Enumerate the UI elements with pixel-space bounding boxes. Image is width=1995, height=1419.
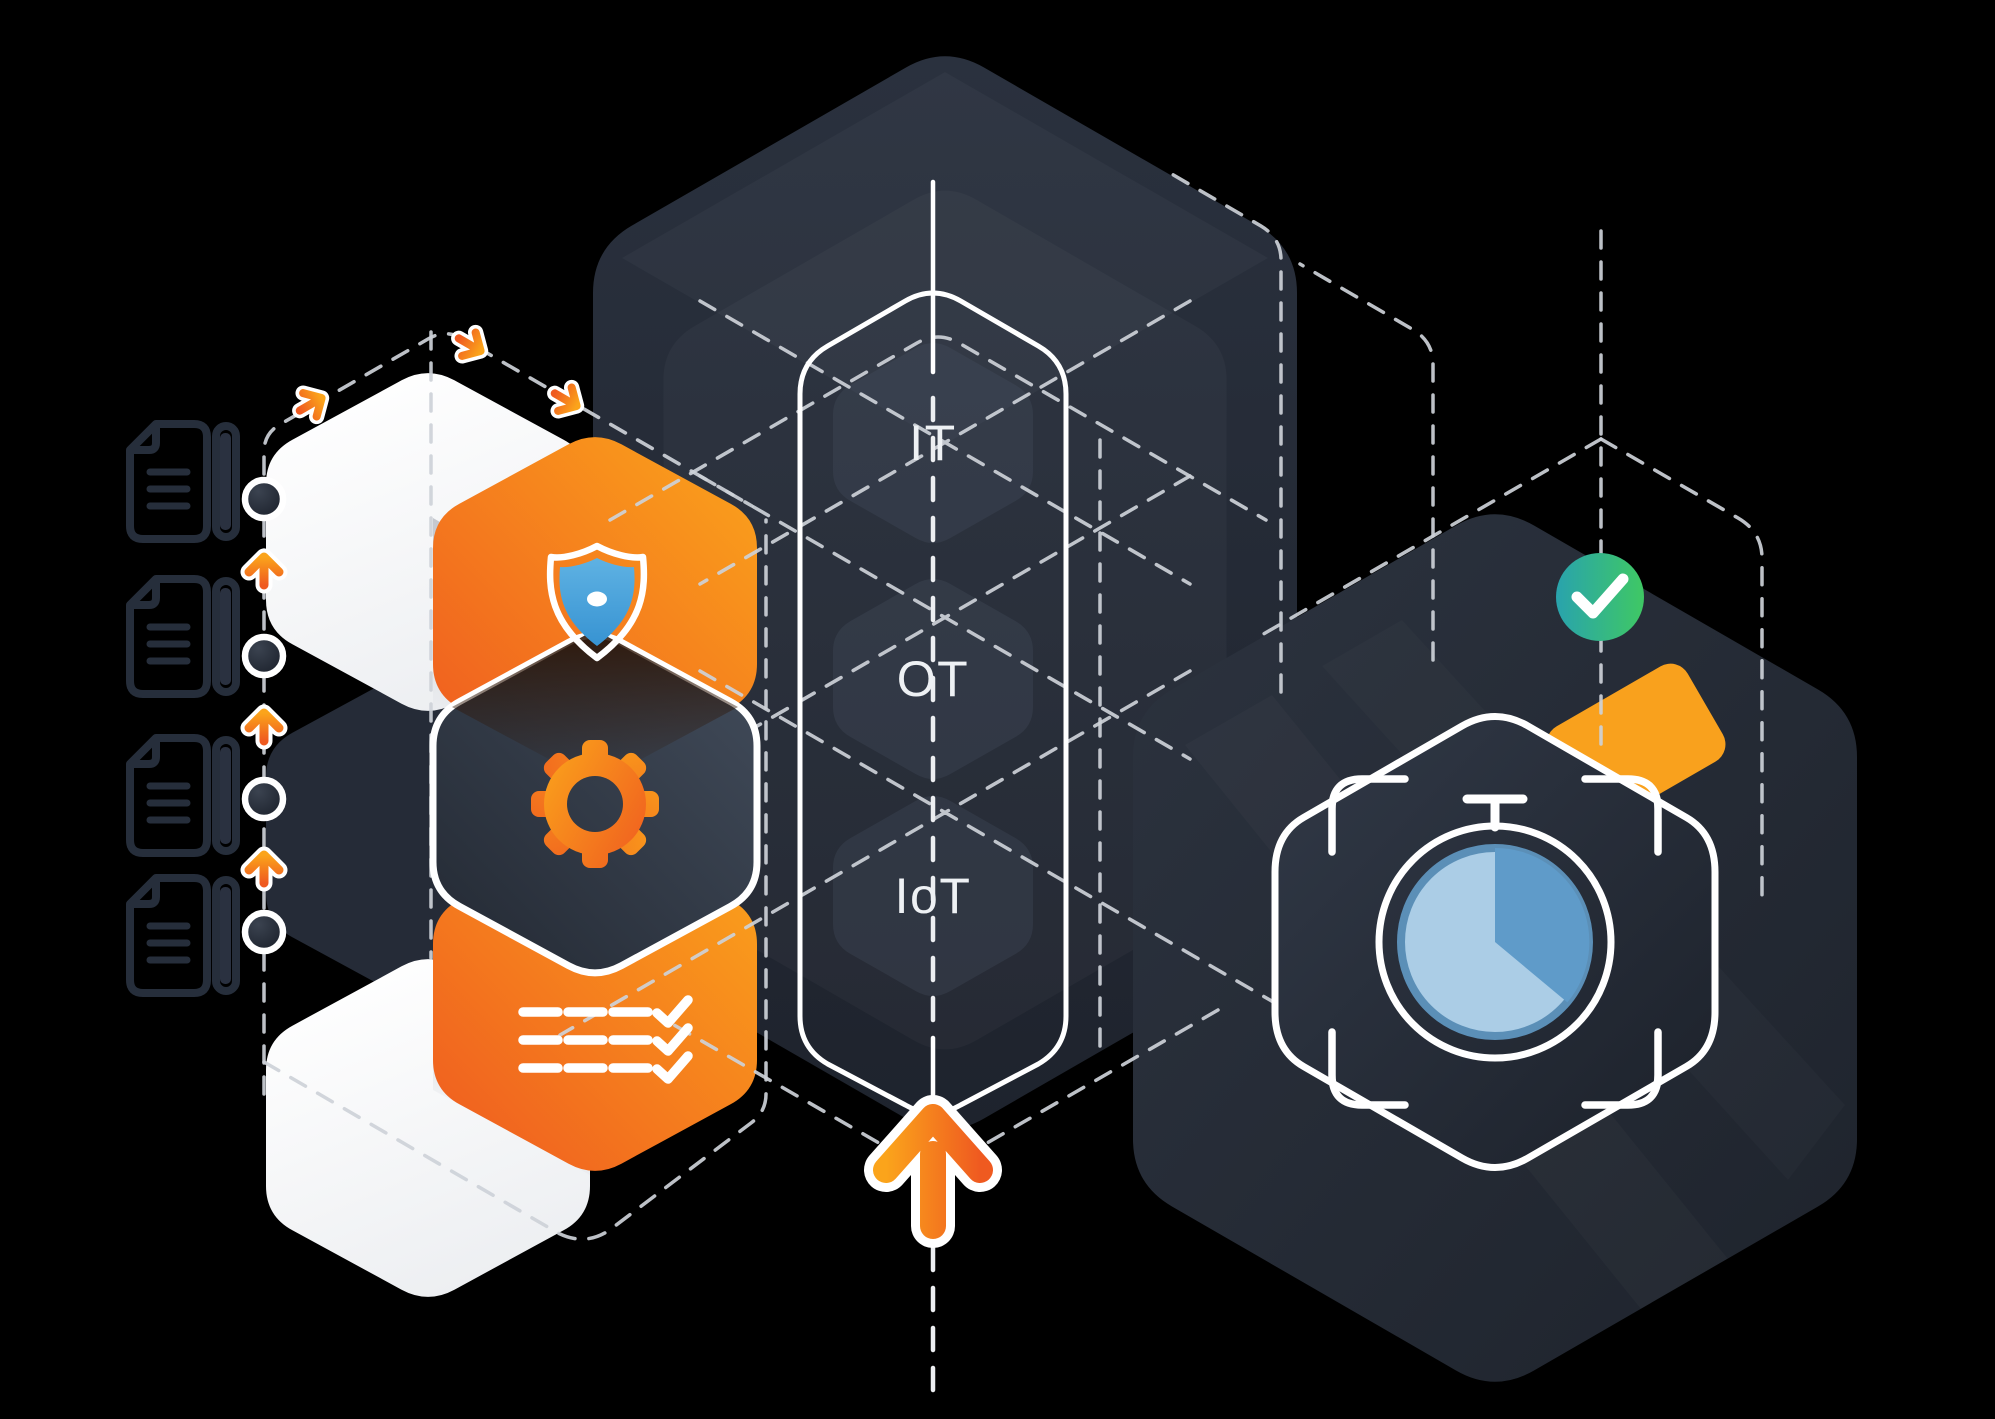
- dashed-line: [1599, 437, 1764, 907]
- shield-icon: [546, 542, 648, 662]
- check-circle-icon: [1556, 553, 1644, 641]
- dashed-line: [262, 518, 768, 1241]
- pillar-label-ot: OT: [897, 651, 969, 707]
- dashed-line: [608, 335, 1268, 522]
- rail-dot: [241, 909, 287, 955]
- dashed-line: [1258, 437, 1603, 638]
- diagonal-arrow-icon: [452, 327, 487, 363]
- scan-timer-card: [1275, 717, 1715, 1168]
- dashed-line: [698, 299, 1192, 586]
- dashed-line: [1168, 171, 1283, 694]
- big-up-arrow-icon: [864, 1095, 1002, 1248]
- dashed-line: [1298, 262, 1435, 662]
- gear-hexagon-shadow: [452, 630, 738, 784]
- document-stack: [130, 424, 236, 993]
- document-icon: [130, 738, 236, 853]
- rail-dot: [241, 633, 287, 679]
- gear-icon: [531, 740, 659, 868]
- flow-rail: [241, 327, 583, 955]
- document-icon: [130, 579, 236, 694]
- rail-dot: [241, 476, 287, 522]
- dashed-line: [646, 1008, 1220, 1160]
- diagonal-arrow-icon: [293, 386, 328, 422]
- document-icon: [130, 878, 236, 993]
- pillar-label-it: IT: [909, 415, 956, 471]
- dashed-line: [558, 669, 1407, 1080]
- pillar-label-iot: IoT: [895, 868, 972, 924]
- timer-icon: [1375, 794, 1615, 1062]
- focus-brackets-icon: [1328, 775, 1662, 1109]
- diagonal-arrow-icon: [548, 382, 583, 418]
- dashed-line: [698, 474, 1192, 761]
- rail-dot: [241, 776, 287, 822]
- document-icon: [130, 424, 236, 539]
- gear-hexagon: [433, 630, 757, 973]
- timer-wedge: [1495, 847, 1590, 1003]
- checklist-icon: [518, 995, 693, 1084]
- up-arrow-icon: [249, 713, 279, 741]
